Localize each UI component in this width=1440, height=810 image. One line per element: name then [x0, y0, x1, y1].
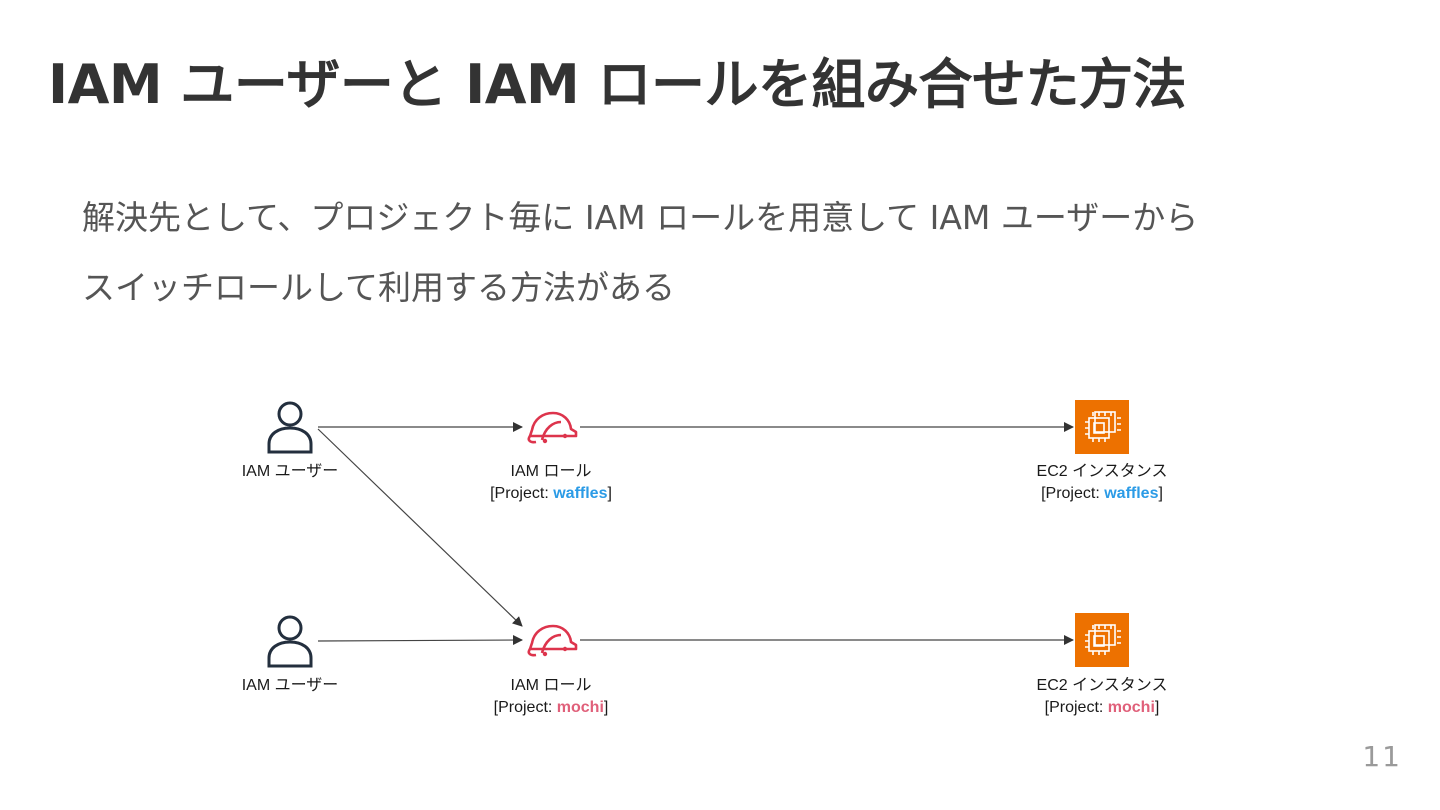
user-icon [267, 615, 313, 668]
ec2-chip-icon [1075, 400, 1129, 454]
body-line: 解決先として、プロジェクト毎に IAM ロールを用意して IAM ユーザーから [82, 198, 1199, 237]
ec2-label: EC2 インスタンス [Project: waffles] [1037, 461, 1168, 505]
arrow-user1-role2 [317, 428, 523, 627]
ec2-chip-icon [1075, 613, 1129, 667]
role-label: IAM ロール [Project: waffles] [490, 461, 612, 505]
arrow-user2-role2 [317, 635, 523, 646]
user-label: IAM ユーザー [241, 677, 339, 694]
role-project: [Project: mochi] [493, 699, 609, 716]
project-name-mochi: mochi [556, 699, 604, 716]
project-name-waffles: waffles [553, 485, 608, 502]
slide-title: IAM ユーザーと IAM ロールを組み合せた方法 [48, 53, 1187, 116]
ec2-project: [Project: waffles] [1041, 485, 1163, 502]
page-number: 11 [1362, 740, 1402, 773]
role-name: IAM ロール [510, 677, 592, 694]
project-name-mochi: mochi [1107, 699, 1155, 716]
user-label: IAM ユーザー [241, 463, 339, 480]
ec2-label: EC2 インスタンス [Project: mochi] [1037, 675, 1168, 719]
ec2-project: [Project: mochi] [1044, 699, 1160, 716]
user-icon [267, 401, 313, 454]
role-project: [Project: waffles] [490, 485, 612, 502]
ec2-name: EC2 インスタンス [1036, 677, 1168, 694]
role-name: IAM ロール [510, 463, 592, 480]
hard-hat-icon [527, 411, 578, 444]
hard-hat-icon [527, 624, 578, 657]
role-label: IAM ロール [Project: mochi] [494, 675, 609, 719]
slide-body: 解決先として、プロジェクト毎に IAM ロールを用意して IAM ユーザーから … [82, 183, 1198, 323]
project-name-waffles: waffles [1104, 485, 1159, 502]
ec2-name: EC2 インスタンス [1036, 463, 1168, 480]
body-line: スイッチロールして利用する方法がある [82, 268, 676, 307]
